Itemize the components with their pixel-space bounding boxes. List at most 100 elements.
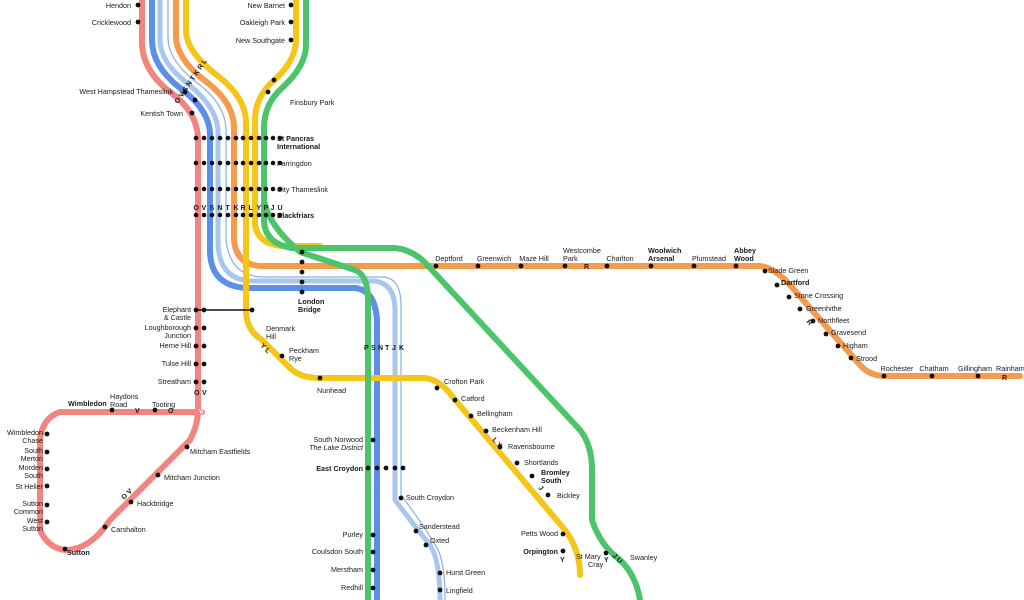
station-label-south-merton-2: Merton (21, 454, 43, 463)
station-dot (398, 495, 404, 501)
station-dot (370, 532, 376, 538)
station-label-cricklewood: Cricklewood (92, 18, 131, 27)
line-thin-outline (167, 0, 446, 600)
station-label-beckenham-hill: Beckenham Hill (492, 425, 542, 434)
station-dot (475, 263, 481, 269)
station-dot (152, 407, 158, 413)
core-station-dot (217, 135, 223, 141)
station-dot (370, 437, 376, 443)
route-lines (37, 0, 1023, 600)
station-dot (604, 263, 610, 269)
core-route-code: N (218, 205, 223, 212)
station-dot (265, 89, 271, 95)
station-dot (193, 343, 199, 349)
core-route-code: V (202, 205, 207, 212)
station-dot (423, 542, 429, 548)
station-dot (201, 307, 207, 313)
station-label-south-norwood: South Norwood (313, 435, 363, 444)
core-station-dot (233, 160, 239, 166)
station-dot (733, 263, 739, 269)
station-dot (182, 89, 188, 95)
station-dot (383, 465, 389, 471)
station-dot (529, 473, 535, 479)
station-dot (271, 77, 277, 83)
station-dot (288, 2, 294, 8)
station-dot (691, 263, 697, 269)
station-label-oakleigh-park: Oakleigh Park (240, 18, 286, 27)
station-label-swanley: Swanley (630, 553, 658, 562)
station-dot (452, 397, 458, 403)
station-label-catford: Catford (461, 394, 485, 403)
station-dot (44, 466, 50, 472)
station-label-nunhead: Nunhead (317, 386, 346, 395)
station-label-wimbledon-chase-2: Chase (22, 436, 43, 445)
station-dot (279, 353, 285, 359)
station-dot (848, 355, 854, 361)
station-label-elephant-castle-2: & Castle (164, 313, 191, 322)
station-label-chatham: Chatham (919, 364, 948, 373)
core-station-dot (225, 186, 231, 192)
core-route-code: Y (257, 205, 262, 212)
station-label-maze-hill: Maze Hill (519, 254, 549, 263)
core-station-dot (277, 135, 283, 141)
station-label-west-hampstead: West Hampstead Thameslink (79, 87, 173, 96)
station-label-haydons-road: Haydons (110, 392, 139, 401)
station-dot (370, 567, 376, 573)
station-label-morden-south-2: South (24, 471, 43, 480)
station-label-st-pancras: St Pancras (277, 134, 314, 143)
station-label-shortlands: Shortlands (524, 458, 559, 467)
station-dot (413, 528, 419, 534)
station-label-tulse-hill: Tulse Hill (162, 359, 192, 368)
core-route-code: O (194, 205, 200, 212)
core-station-dot (270, 186, 276, 192)
station-label-merstham: Merstham (331, 565, 363, 574)
station-label-farringdon: Farringdon (277, 159, 312, 168)
station-dot (193, 361, 199, 367)
core-dot-grid (193, 135, 283, 218)
station-dot (44, 519, 50, 525)
station-dot (109, 407, 115, 413)
station-dot (514, 460, 520, 466)
station-dot (62, 546, 68, 552)
station-dot (299, 269, 305, 275)
core-station-dot (277, 160, 283, 166)
station-dot (400, 465, 406, 471)
core-route-code: K (234, 205, 239, 212)
station-label-herne-hill: Herne Hill (159, 341, 191, 350)
station-label-elephant-castle: Elephant (163, 305, 191, 314)
station-dot (192, 97, 198, 103)
station-label-south-merton: South (24, 446, 43, 455)
station-dot (518, 263, 524, 269)
route-code: Y (604, 557, 609, 564)
core-station-dot (201, 212, 207, 218)
station-label-st-pancras-2: International (277, 142, 320, 151)
core-route-code: S (210, 205, 215, 212)
station-dot (370, 585, 376, 591)
core-route-code: U (278, 205, 283, 212)
core-station-dot (240, 212, 246, 218)
core-station-dot (270, 160, 276, 166)
station-dots-south (44, 249, 981, 593)
station-label-new-southgate: New Southgate (236, 36, 285, 45)
station-dot (193, 379, 199, 385)
station-dot (929, 373, 935, 379)
station-dot (437, 587, 443, 593)
core-station-dot (201, 160, 207, 166)
station-dot (468, 413, 474, 419)
station-label-gillingham: Gillingham (958, 364, 992, 373)
core-route-code: L (249, 205, 254, 212)
core-station-dot (248, 160, 254, 166)
core-station-dot (256, 186, 262, 192)
station-dot (201, 343, 207, 349)
station-dot (102, 524, 108, 530)
station-label-deptford: Deptford (435, 254, 463, 263)
station-label-plumstead: Plumstead (692, 254, 726, 263)
route-code: V (199, 409, 204, 416)
station-dot (483, 428, 489, 434)
route-code: Y (560, 557, 565, 564)
line-light-blue (157, 0, 443, 600)
station-label-city-thameslink: City Thameslink (277, 185, 328, 194)
station-dot (797, 306, 803, 312)
station-label-charlton: Charlton (606, 254, 633, 263)
station-dot (562, 263, 568, 269)
